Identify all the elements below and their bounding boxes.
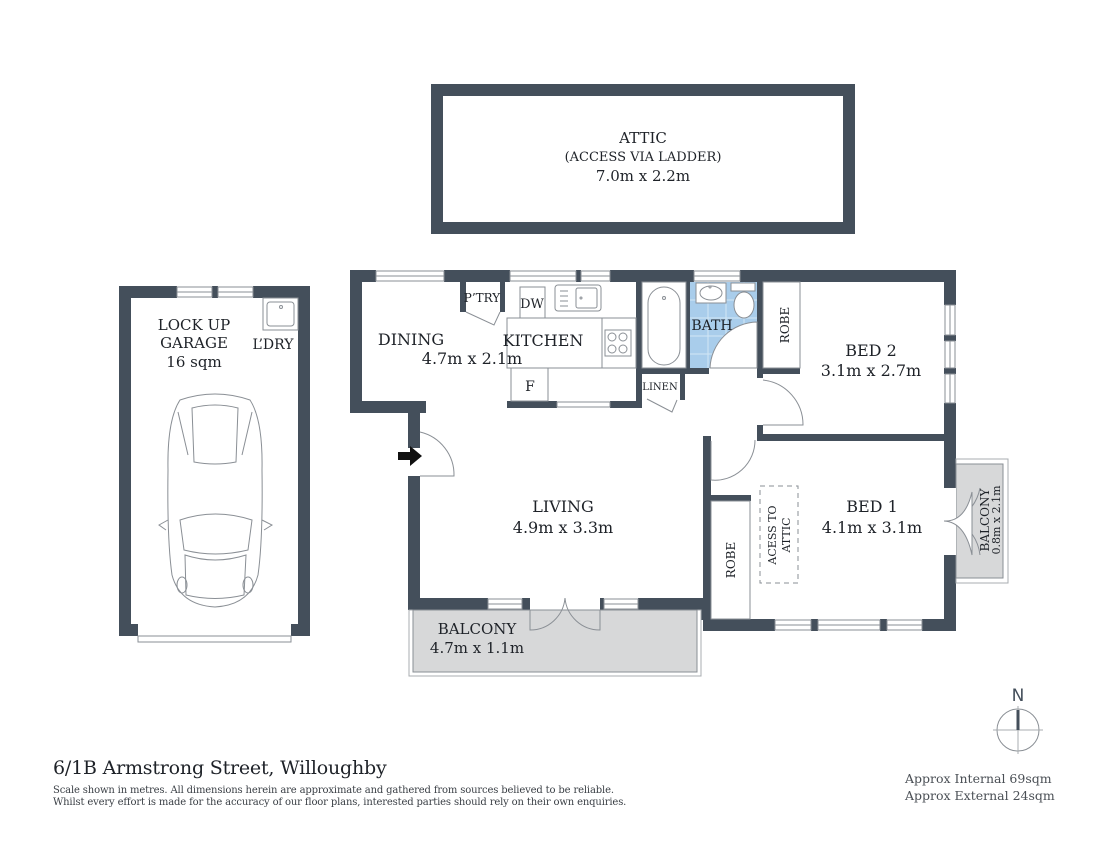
laundry-label: L’DRY xyxy=(253,337,295,353)
attic-access-hatch: ACESS TO ATTIC xyxy=(759,485,799,584)
area-summary: Approx Internal 69sqm Approx External 24… xyxy=(905,770,1055,804)
bathtub-icon xyxy=(641,281,687,369)
internal-area: Approx Internal 69sqm xyxy=(905,771,1052,786)
bed2-label: BED 2 xyxy=(845,341,897,360)
laundry-tub-icon xyxy=(262,297,299,331)
dishwasher xyxy=(519,286,546,319)
unit-walls xyxy=(350,270,956,631)
living-label: LIVING xyxy=(532,497,594,516)
linen-cupboard: LINEN xyxy=(642,374,680,413)
bed2-door xyxy=(762,379,804,426)
attic-note: (ACCESS VIA LADDER) xyxy=(565,150,722,165)
robe-bed1-label: ROBE xyxy=(724,542,738,578)
basin-icon xyxy=(695,282,727,304)
balcony-door-left xyxy=(529,597,566,631)
garage-door xyxy=(137,635,292,643)
attic-access-label-1: ACESS TO xyxy=(766,505,779,565)
attic-dims: 7.0m x 2.2m xyxy=(596,167,690,185)
dining-dims: 4.7m x 2.1m xyxy=(422,349,522,368)
entry-door xyxy=(419,431,455,477)
garage-label-1: LOCK UP xyxy=(158,316,230,334)
external-area: Approx External 24sqm xyxy=(905,788,1055,803)
balcony-main-dims: 4.7m x 1.1m xyxy=(430,639,524,657)
balcony-main-label: BALCONY xyxy=(438,620,518,638)
property-address: 6/1B Armstrong Street, Willoughby xyxy=(53,757,387,779)
garage-area: 16 sqm xyxy=(166,353,221,371)
bed1-label: BED 1 xyxy=(846,497,898,516)
cooktop-icon xyxy=(604,329,632,357)
pantry-door xyxy=(465,311,501,326)
unit-windows xyxy=(375,270,956,631)
disclaimer: Scale shown in metres. All dimensions he… xyxy=(53,785,626,809)
disclaimer-line-2: Whilst every effort is made for the accu… xyxy=(53,797,627,808)
living-dims: 4.9m x 3.3m xyxy=(513,518,613,537)
balcony-bed1-dims: 0.8m x 2.1m xyxy=(990,485,1003,555)
dishwasher-label: DW xyxy=(520,297,544,312)
kitchen-fixtures xyxy=(506,284,637,402)
balcony-bed1-label: BALCONY xyxy=(978,487,992,551)
attic-label: ATTIC xyxy=(618,129,667,147)
robe-bed1: ROBE xyxy=(710,500,751,620)
car-icon xyxy=(158,393,274,608)
kitchen-label: KITCHEN xyxy=(503,331,584,350)
attic-room: ATTIC (ACCESS VIA LADDER) 7.0m x 2.2m xyxy=(431,84,855,234)
fridge-label: F xyxy=(525,379,535,395)
bed1-door xyxy=(710,439,756,481)
bed1-dims: 4.1m x 3.1m xyxy=(822,518,922,537)
garage-window xyxy=(176,286,254,298)
compass-label: N xyxy=(1012,686,1025,706)
bath-room: BATH xyxy=(686,282,758,369)
bed2-dims: 3.1m x 2.7m xyxy=(821,361,921,380)
entry-arrow-icon xyxy=(398,446,422,466)
robe-bed2: ROBE xyxy=(762,281,801,369)
bath-label: BATH xyxy=(691,318,732,334)
linen-label: LINEN xyxy=(642,382,678,393)
balcony-main: BALCONY 4.7m x 1.1m xyxy=(408,609,702,677)
robe-bed2-label: ROBE xyxy=(778,307,792,343)
attic-access-label-2: ATTIC xyxy=(780,518,793,554)
disclaimer-line-1: Scale shown in metres. All dimensions he… xyxy=(53,785,614,796)
toilet-icon xyxy=(730,282,756,319)
north-compass-icon: N xyxy=(993,686,1043,754)
garage-label-2: GARAGE xyxy=(160,334,228,352)
balcony-door-right xyxy=(564,597,601,631)
dining-label: DINING xyxy=(378,330,444,349)
pantry-label: P’TRY xyxy=(464,291,502,305)
garage-room: L’DRY LOCK UP GARAGE 16 sqm xyxy=(119,286,310,643)
